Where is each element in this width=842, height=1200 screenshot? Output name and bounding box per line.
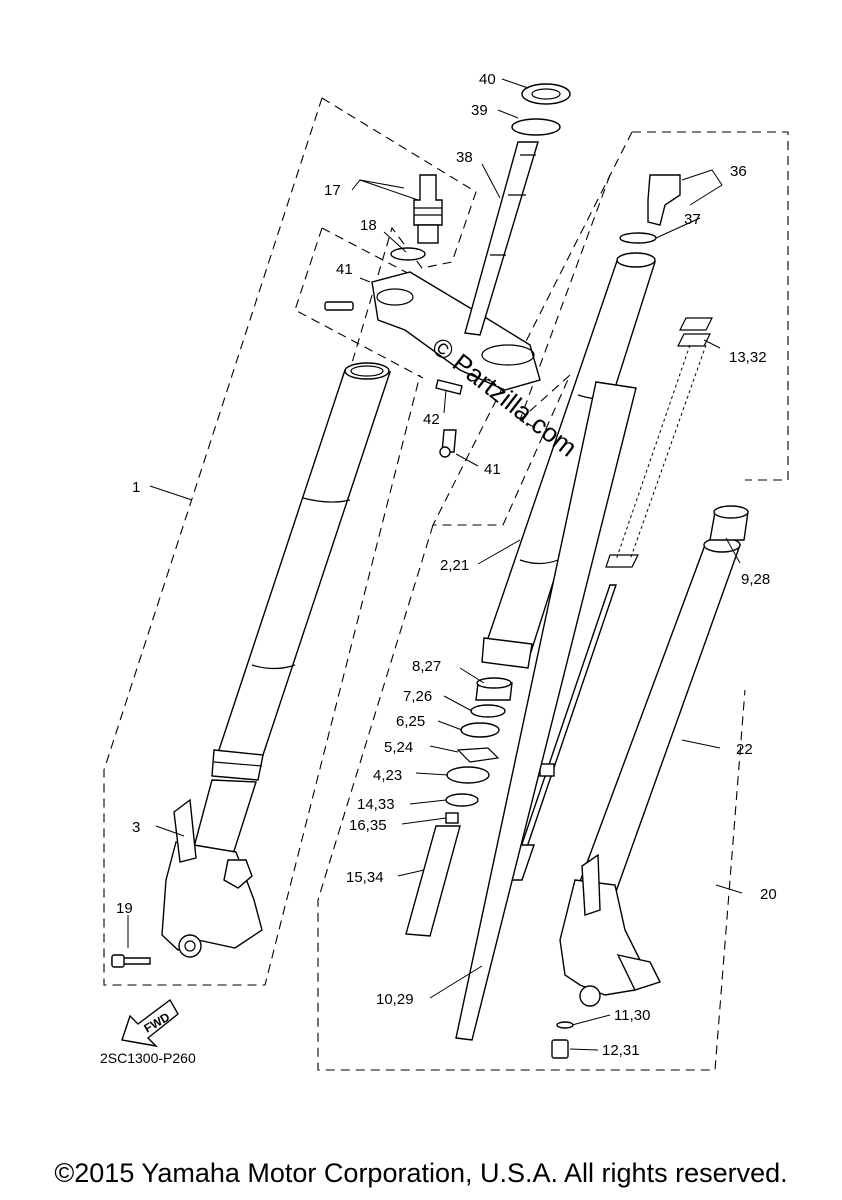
- copyright-notice: ©2015 Yamaha Motor Corporation, U.S.A. A…: [54, 1158, 788, 1188]
- label-10-29: 10,29: [376, 991, 414, 1008]
- label-41-lower: 41: [484, 461, 501, 478]
- label-3: 3: [132, 819, 140, 836]
- label-41-upper: 41: [336, 261, 353, 278]
- right-outer-tube: [481, 174, 681, 669]
- label-36: 36: [730, 163, 747, 180]
- label-16-35: 16,35: [349, 817, 387, 834]
- label-1: 1: [132, 479, 140, 496]
- label-37: 37: [684, 211, 701, 228]
- inner-tube: [551, 505, 749, 1059]
- label-5-24: 5,24: [384, 739, 413, 756]
- label-22: 22: [736, 741, 753, 758]
- label-9-28: 9,28: [741, 571, 770, 588]
- label-12-31: 12,31: [602, 1042, 640, 1059]
- damper-parts: [405, 381, 637, 1041]
- left-fork-assembly: [111, 362, 391, 968]
- label-7-26: 7,26: [403, 688, 432, 705]
- label-20: 20: [760, 886, 777, 903]
- part-labels: 1 2,21 3 4,23 5,24 6,25 7,26 8,27 9,28 1…: [116, 71, 777, 1059]
- label-15-34: 15,34: [346, 869, 384, 886]
- label-42: 42: [423, 411, 440, 428]
- upper-bracket-assembly: [324, 83, 571, 458]
- diagram-code: 2SC1300-P260: [100, 1050, 196, 1066]
- label-14-33: 14,33: [357, 796, 395, 813]
- label-6-25: 6,25: [396, 713, 425, 730]
- label-11-30: 11,30: [614, 1007, 650, 1024]
- label-38: 38: [456, 149, 473, 166]
- label-18: 18: [360, 217, 377, 234]
- label-4-23: 4,23: [373, 767, 402, 784]
- label-40: 40: [479, 71, 496, 88]
- label-13-32: 13,32: [729, 349, 767, 366]
- label-2-21: 2,21: [440, 557, 469, 574]
- label-19: 19: [116, 900, 133, 917]
- label-17: 17: [324, 182, 341, 199]
- label-39: 39: [471, 102, 488, 119]
- fwd-arrow: FWD: [121, 998, 179, 1048]
- label-8-27: 8,27: [412, 658, 441, 675]
- leader-lines: [127, 78, 743, 1051]
